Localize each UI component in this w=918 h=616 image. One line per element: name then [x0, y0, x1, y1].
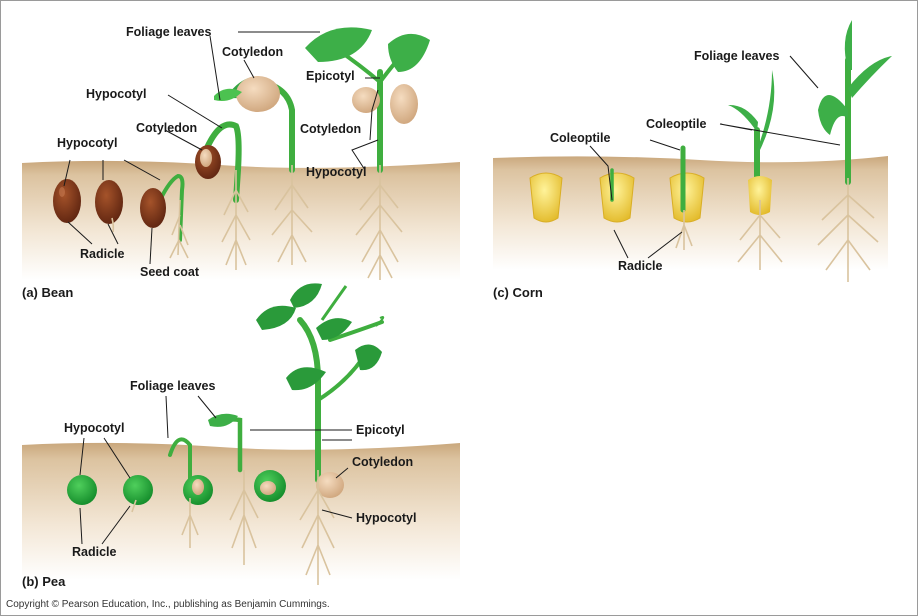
label-pea-foliage-leaves: Foliage leaves	[130, 379, 216, 393]
label-bean-cotyledon-right: Cotyledon	[300, 122, 361, 136]
panel-label-pea: (b) Pea	[22, 574, 66, 589]
label-bean-hypocotyl-right: Hypocotyl	[306, 165, 366, 179]
label-pea-hypocotyl: Hypocotyl	[64, 421, 124, 435]
label-bean-hypocotyl-left: Hypocotyl	[57, 136, 117, 150]
label-pea-cotyledon: Cotyledon	[352, 455, 413, 469]
panel-label-bean: (a) Bean	[22, 285, 73, 300]
bean-soil	[22, 161, 460, 280]
pea-seed-1	[67, 475, 97, 505]
bean-seed-1	[53, 179, 81, 223]
panel-label-corn: (c) Corn	[493, 285, 543, 300]
label-bean-radicle: Radicle	[80, 247, 125, 261]
label-bean-hypocotyl-upper: Hypocotyl	[86, 87, 146, 101]
label-pea-radicle: Radicle	[72, 545, 117, 559]
label-bean-cotyledon-mid: Cotyledon	[136, 121, 197, 135]
copyright-notice: Copyright © Pearson Education, Inc., pub…	[6, 599, 330, 610]
label-bean-foliage-leaves: Foliage leaves	[126, 25, 212, 39]
corn-kernel-2	[600, 170, 634, 222]
label-pea-epicotyl: Epicotyl	[356, 423, 405, 437]
label-bean-epicotyl: Epicotyl	[306, 69, 355, 83]
corn-kernel-1	[530, 173, 562, 222]
label-pea-hypocotyl-right: Hypocotyl	[356, 511, 416, 525]
label-corn-radicle: Radicle	[618, 259, 663, 273]
label-bean-cotyledon-top: Cotyledon	[222, 45, 283, 59]
label-corn-coleoptile-left: Coleoptile	[550, 131, 610, 145]
label-bean-seed-coat: Seed coat	[140, 265, 200, 279]
label-corn-foliage-leaves: Foliage leaves	[694, 49, 780, 63]
label-corn-coleoptile-right: Coleoptile	[646, 117, 706, 131]
